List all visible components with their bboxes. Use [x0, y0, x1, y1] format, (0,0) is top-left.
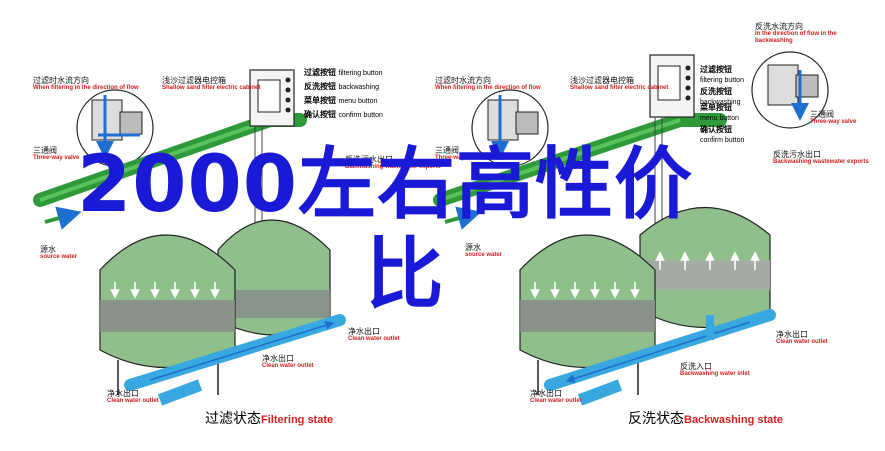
right-backwash-direction-label: 反洗水流方向 In the direction of flow in the b…	[755, 22, 837, 44]
left-filter-direction-label: 过滤时水流方向 When filtering in the direction …	[33, 76, 139, 91]
left-button-menu: 菜单按钮 menu button	[304, 95, 378, 105]
left-system	[33, 69, 346, 406]
right-filter-direction-label: 过滤时水流方向 When filtering in the direction …	[435, 76, 541, 91]
left-state-caption: 过滤状态Filtering state	[205, 411, 334, 427]
left-button-legend: 过滤按钮 filtering button 反洗按钮 backwashing 菜…	[304, 66, 383, 122]
right-three-way-label: 三通阀 Three-way valve	[435, 146, 482, 161]
left-source-label: 源水 source water	[40, 245, 78, 260]
left-three-way-label: 三通阀 Three-way valve	[33, 146, 80, 161]
overlay-title-line2: 比	[365, 230, 445, 320]
right-source-label: 源水 source water	[465, 243, 503, 258]
left-backwash-outlet-label: 反洗污水出口 Backwashing wastewater exports	[345, 155, 441, 170]
right-state-caption: 反洗状态Backwashing state	[628, 411, 784, 427]
left-button-backwash: 反洗按钮 backwashing	[304, 81, 380, 91]
overlay-title-line1: 2000左右高性价	[76, 140, 694, 230]
right-backwash-inlet-label: 反洗入口 Backwashing water inlet	[680, 362, 750, 377]
right-backwash-outlet-label: 反洗污水出口 Backwashing wastewater exports	[773, 150, 869, 165]
left-button-confirm: 确认按钮 confirm button	[304, 109, 383, 119]
left-clean-outlet-label-3: 净水出口 Clean water outlet	[107, 389, 159, 404]
right-cabinet-label: 浅沙过滤器电控箱 Shallow sand filter electric ca…	[570, 76, 669, 91]
right-clean-outlet-label-2: 净水出口 Clean water outlet	[530, 389, 582, 404]
overlay-title: 2000左右高性价 比	[35, 140, 735, 320]
left-clean-outlet-label-1: 净水出口 Clean water outlet	[348, 327, 400, 342]
right-system	[433, 51, 829, 406]
right-three-way-label-top: 三通阀 Three-way valve	[810, 110, 857, 125]
left-clean-outlet-label-2: 净水出口 Clean water outlet	[262, 354, 314, 369]
right-clean-outlet-label-1: 净水出口 Clean water outlet	[776, 330, 828, 345]
left-button-filtering: 过滤按钮 filtering button	[304, 67, 383, 77]
left-cabinet-label: 浅沙过滤器电控箱 Shallow sand filter electric ca…	[162, 76, 261, 91]
